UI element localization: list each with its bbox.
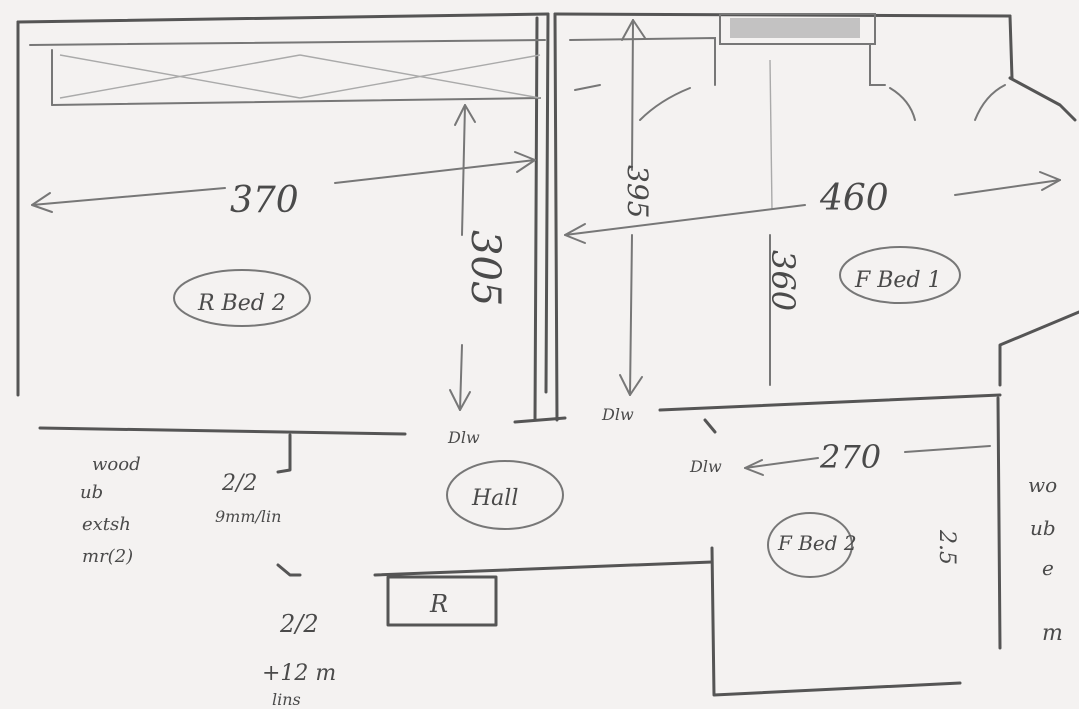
note-left-ub: ub	[80, 482, 103, 503]
note-right-m: m	[1042, 621, 1063, 646]
dim-hall-depth: 395	[621, 165, 654, 218]
hall-label-oval	[446, 460, 564, 530]
dimension-arrows	[31, 19, 1061, 476]
label-hall: Hall	[471, 486, 518, 511]
door-label-1: Dlw	[447, 428, 480, 447]
dim-front-bed2-depth: 2.5	[934, 529, 959, 565]
hall-walls	[38, 393, 1002, 697]
room-front-bed-1	[553, 12, 1079, 422]
front-bed2-label-oval	[767, 512, 853, 578]
label-front-bed-2: F Bed 2	[777, 531, 857, 555]
note-left-wood: wood	[92, 454, 141, 475]
label-front-bed-1: F Bed 1	[854, 268, 942, 293]
note-right-e: e	[1042, 556, 1054, 580]
note-lower-22: 2/2	[279, 610, 319, 638]
dim-front-bed2-width: 270	[819, 438, 881, 476]
note-right-wood: wo	[1028, 473, 1057, 497]
label-r-box: R	[429, 590, 448, 618]
front-bed1-label-oval	[839, 246, 961, 304]
dim-rear-bed-width: 370	[230, 180, 299, 221]
note-lower-ams: lins	[272, 690, 301, 709]
rear-bed-label-oval	[173, 269, 311, 327]
note-left-extsh: extsh	[82, 514, 131, 535]
dim-front-bed1-depth: 360	[764, 250, 802, 311]
note-mr-sub: 9mm/lin	[215, 507, 281, 526]
room-rear-bed-2	[16, 12, 550, 422]
note-left-mr: mr(2)	[82, 546, 133, 567]
door-label-3: Dlw	[689, 457, 722, 476]
dim-rear-bed-depth: 305	[462, 230, 508, 306]
note-lower-12: +12 m	[262, 661, 336, 686]
dim-front-bed1-width: 460	[819, 178, 889, 219]
note-right-ub: ub	[1030, 516, 1056, 540]
door-label-2: Dlw	[601, 405, 634, 424]
note-mr-value: 2/2	[221, 471, 257, 496]
label-rear-bed-2: R Bed 2	[197, 291, 286, 316]
